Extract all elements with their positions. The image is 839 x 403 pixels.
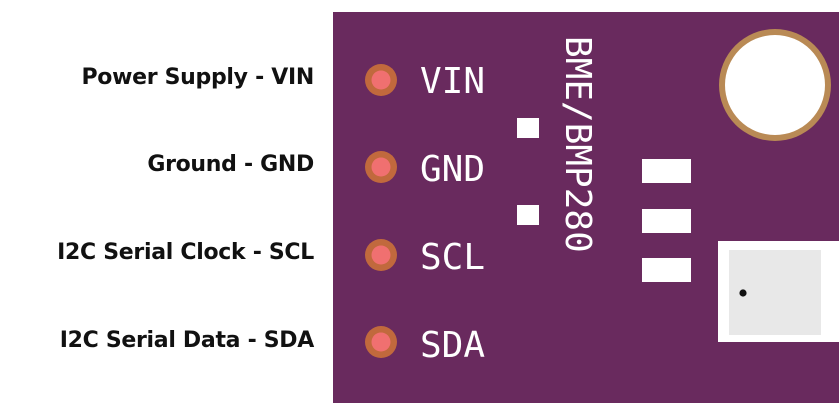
pad-vin — [365, 64, 397, 96]
component-pad-1 — [642, 159, 691, 183]
smd-marker-top — [517, 118, 539, 138]
label-sda: I2C Serial Data - SDA — [59, 328, 315, 353]
pad-gnd — [365, 151, 397, 183]
pad-sda — [365, 326, 397, 358]
label-scl: I2C Serial Clock - SCL — [57, 240, 314, 265]
label-gnd: Ground - GND — [147, 152, 314, 177]
pin1-dot — [739, 289, 747, 297]
silk-sda: SDA — [420, 325, 485, 366]
silk-scl: SCL — [420, 237, 485, 278]
component-pad-3 — [642, 258, 691, 282]
pad-scl — [365, 239, 397, 271]
component-pad-2 — [642, 209, 691, 233]
chip-name: BME/BMP280 — [557, 36, 598, 253]
silk-vin: VIN — [420, 61, 485, 102]
mounting-hole — [725, 35, 825, 135]
label-vin: Power Supply - VIN — [81, 65, 314, 90]
silk-gnd: GND — [420, 149, 485, 190]
smd-marker-bottom — [517, 205, 539, 225]
